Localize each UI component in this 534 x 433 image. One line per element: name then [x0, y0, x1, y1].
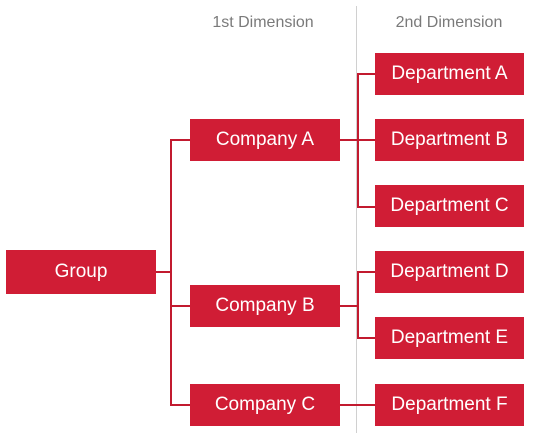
- connector-company-b: [170, 305, 190, 307]
- header-second-dimension: 2nd Dimension: [395, 14, 503, 31]
- department-b-node: Department B: [375, 119, 524, 161]
- connector-company-spine: [170, 139, 172, 405]
- connector-dept-c: [357, 206, 375, 208]
- connector-dept-b: [357, 139, 375, 141]
- connector-dept-e: [357, 337, 375, 339]
- connector-group-trunk: [155, 271, 171, 273]
- connector-company-a: [170, 139, 190, 141]
- connector-company-a-trunk: [340, 139, 358, 141]
- connector-dept-d: [357, 271, 375, 273]
- group-node: Group: [6, 250, 156, 294]
- department-f-node: Department F: [375, 384, 524, 426]
- connector-company-b-trunk: [340, 305, 358, 307]
- connector-company-c-to-dept-f: [340, 404, 376, 406]
- department-c-node: Department C: [375, 185, 524, 227]
- department-a-node: Department A: [375, 53, 524, 95]
- department-d-node: Department D: [375, 251, 524, 293]
- department-e-node: Department E: [375, 317, 524, 359]
- company-b-node: Company B: [190, 285, 340, 327]
- header-first-dimension: 1st Dimension: [212, 14, 314, 31]
- company-c-node: Company C: [190, 384, 340, 426]
- dimension-divider: [356, 6, 357, 433]
- connector-company-c: [170, 404, 190, 406]
- connector-dept-de-spine: [357, 271, 359, 338]
- connector-dept-a: [357, 73, 375, 75]
- company-a-node: Company A: [190, 119, 340, 161]
